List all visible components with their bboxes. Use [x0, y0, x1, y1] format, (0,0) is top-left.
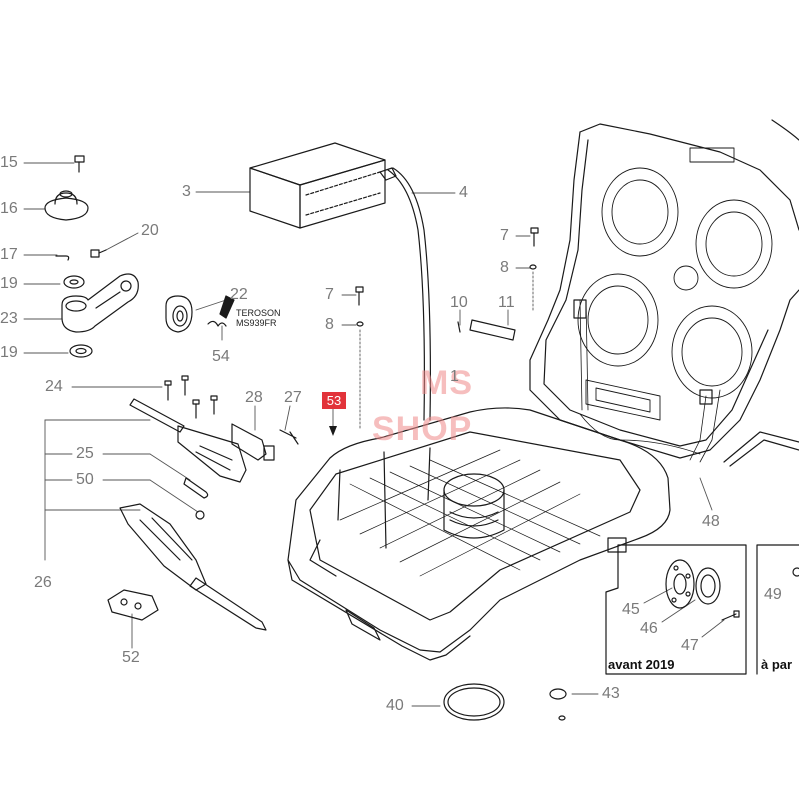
- label-25: 25: [76, 445, 94, 462]
- label-49: 49: [764, 586, 782, 603]
- label-28: 28: [245, 389, 263, 406]
- label-43: 43: [602, 685, 620, 702]
- part-43-oring-small: [558, 715, 566, 721]
- part-26-axle-upper: [129, 398, 247, 483]
- label-8-center: 8: [325, 316, 334, 333]
- label-3: 3: [182, 183, 191, 200]
- part-25-rod: [183, 477, 209, 499]
- label-7-right: 7: [500, 227, 509, 244]
- lid-edge-right: [771, 119, 799, 141]
- part-47-screw: [721, 610, 740, 621]
- chassis-body: [287, 407, 671, 661]
- label-1: 1: [450, 368, 459, 385]
- part-19-washer-top: [63, 275, 85, 289]
- part-8-nut-right: [529, 264, 537, 270]
- leader-lines: [23, 162, 725, 707]
- part-49-circle: [792, 567, 799, 577]
- watermark-ms: MS: [420, 364, 473, 402]
- label-10: 10: [450, 294, 468, 311]
- label-48: 48: [702, 513, 720, 530]
- part-10-pin: [457, 321, 461, 333]
- part-50-nut: [195, 510, 205, 520]
- caption-a-partir: à par: [761, 657, 793, 672]
- label-19-top: 19: [0, 275, 18, 292]
- label-54: 54: [212, 348, 230, 365]
- label-47: 47: [681, 637, 699, 654]
- part-45-bearing: [665, 559, 695, 609]
- part-11-plate: [469, 319, 516, 341]
- part-23-arm: [61, 273, 139, 333]
- part-19-washer-bottom: [69, 344, 93, 358]
- part-46-ring: [695, 567, 721, 605]
- label-15: 15: [0, 154, 18, 171]
- label-17: 17: [0, 246, 18, 263]
- label-27: 27: [284, 389, 302, 406]
- inset-box-apres: [756, 544, 799, 675]
- part-17-clip: [55, 255, 70, 261]
- label-8-right: 8: [500, 259, 509, 276]
- part-16-knob: [44, 190, 89, 221]
- part-26-axle-lower: [119, 503, 267, 631]
- label-7-center: 7: [325, 286, 334, 303]
- label-45: 45: [622, 601, 640, 618]
- label-22: 22: [230, 286, 248, 303]
- part-7-screw-right: [530, 227, 539, 247]
- label-16: 16: [0, 200, 18, 217]
- label-19-bottom: 19: [0, 344, 18, 361]
- part-8-nut-center: [356, 321, 364, 327]
- caption-avant-2019: avant 2019: [608, 657, 675, 672]
- label-teroson-2: MS939FR: [236, 318, 277, 328]
- part-4-cable: [379, 167, 431, 421]
- inset-box-avant: [605, 544, 747, 675]
- label-52: 52: [122, 649, 140, 666]
- part-43-oring: [549, 688, 567, 700]
- part-3-box: [249, 142, 386, 229]
- part-54-sealant: [207, 295, 235, 327]
- label-46: 46: [640, 620, 658, 637]
- part-20: [90, 249, 107, 258]
- part-24-screws: [164, 375, 218, 419]
- label-11: 11: [498, 294, 515, 311]
- part-40-seal: [443, 683, 505, 721]
- label-26: 26: [34, 574, 52, 591]
- label-53: 53: [322, 392, 346, 409]
- watermark-shop: SHOP: [372, 410, 473, 448]
- part-15-screw: [74, 155, 85, 173]
- part-27-pin: [279, 429, 299, 445]
- label-23: 23: [0, 310, 18, 327]
- part-7-screw-center: [355, 286, 364, 306]
- label-24: 24: [45, 378, 63, 395]
- part-22-grommet: [165, 295, 193, 333]
- label-4: 4: [459, 184, 468, 201]
- part-52-bracket: [107, 589, 159, 621]
- label-50: 50: [76, 471, 94, 488]
- part-28-bracket: [231, 423, 275, 461]
- side-plate: [723, 431, 799, 467]
- label-20: 20: [141, 222, 159, 239]
- lid: [529, 123, 799, 463]
- label-40: 40: [386, 697, 404, 714]
- label-teroson-1: TEROSON: [236, 308, 281, 318]
